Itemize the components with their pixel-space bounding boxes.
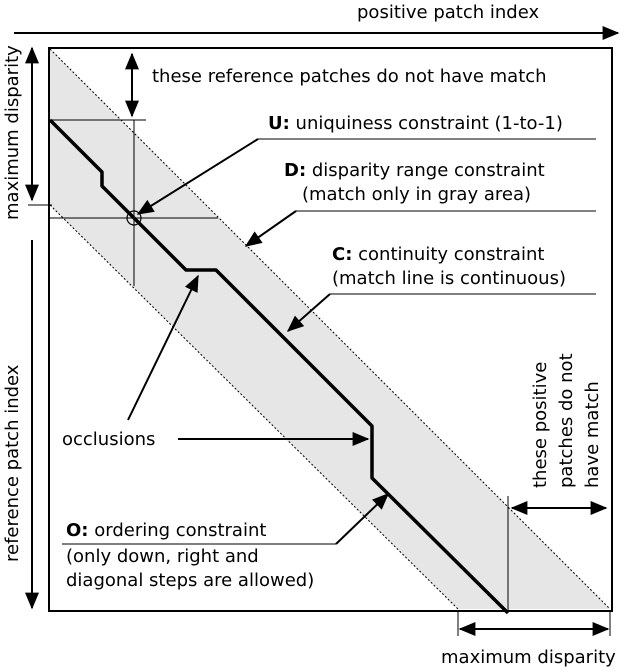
top-axis-label: positive patch index: [357, 2, 539, 23]
c-label-sub: (match line is continuous): [332, 268, 566, 289]
occlusion-arrow-1: [127, 274, 199, 421]
pos-nomatch-label-2: patches do not: [556, 353, 577, 488]
u-label: U: uniquiness constraint (1-to-1): [268, 113, 563, 134]
c-label: C: continuity constraint: [332, 244, 544, 265]
ref-nomatch-label: these reference patches do not have matc…: [152, 66, 547, 87]
match-line: [48, 118, 510, 615]
o-label-sub2: diagonal steps are allowed): [66, 570, 314, 591]
pos-nomatch-label-3: have match: [582, 381, 603, 488]
uniqueness-marker: [126, 210, 142, 226]
c-arrow: [286, 293, 331, 332]
o-label-sub1: (only down, right and: [66, 546, 259, 567]
pos-nomatch-label-1: these positive: [530, 362, 551, 488]
d-label: D: disparity range constraint: [284, 160, 545, 181]
u-arrow: [136, 138, 259, 215]
left-axis-label: reference patch index: [2, 364, 23, 562]
d-arrow: [244, 210, 297, 247]
d-label-sub: (match only in gray area): [302, 184, 531, 205]
bottom-disparity-label: maximum disparity: [441, 647, 616, 668]
matrix-frame: [48, 47, 613, 612]
left-disparity-label: maximum disparity: [2, 45, 23, 220]
occlusions-label: occlusions: [62, 429, 155, 450]
o-label: O: ordering constraint: [66, 520, 266, 541]
o-arrow: [335, 493, 390, 545]
